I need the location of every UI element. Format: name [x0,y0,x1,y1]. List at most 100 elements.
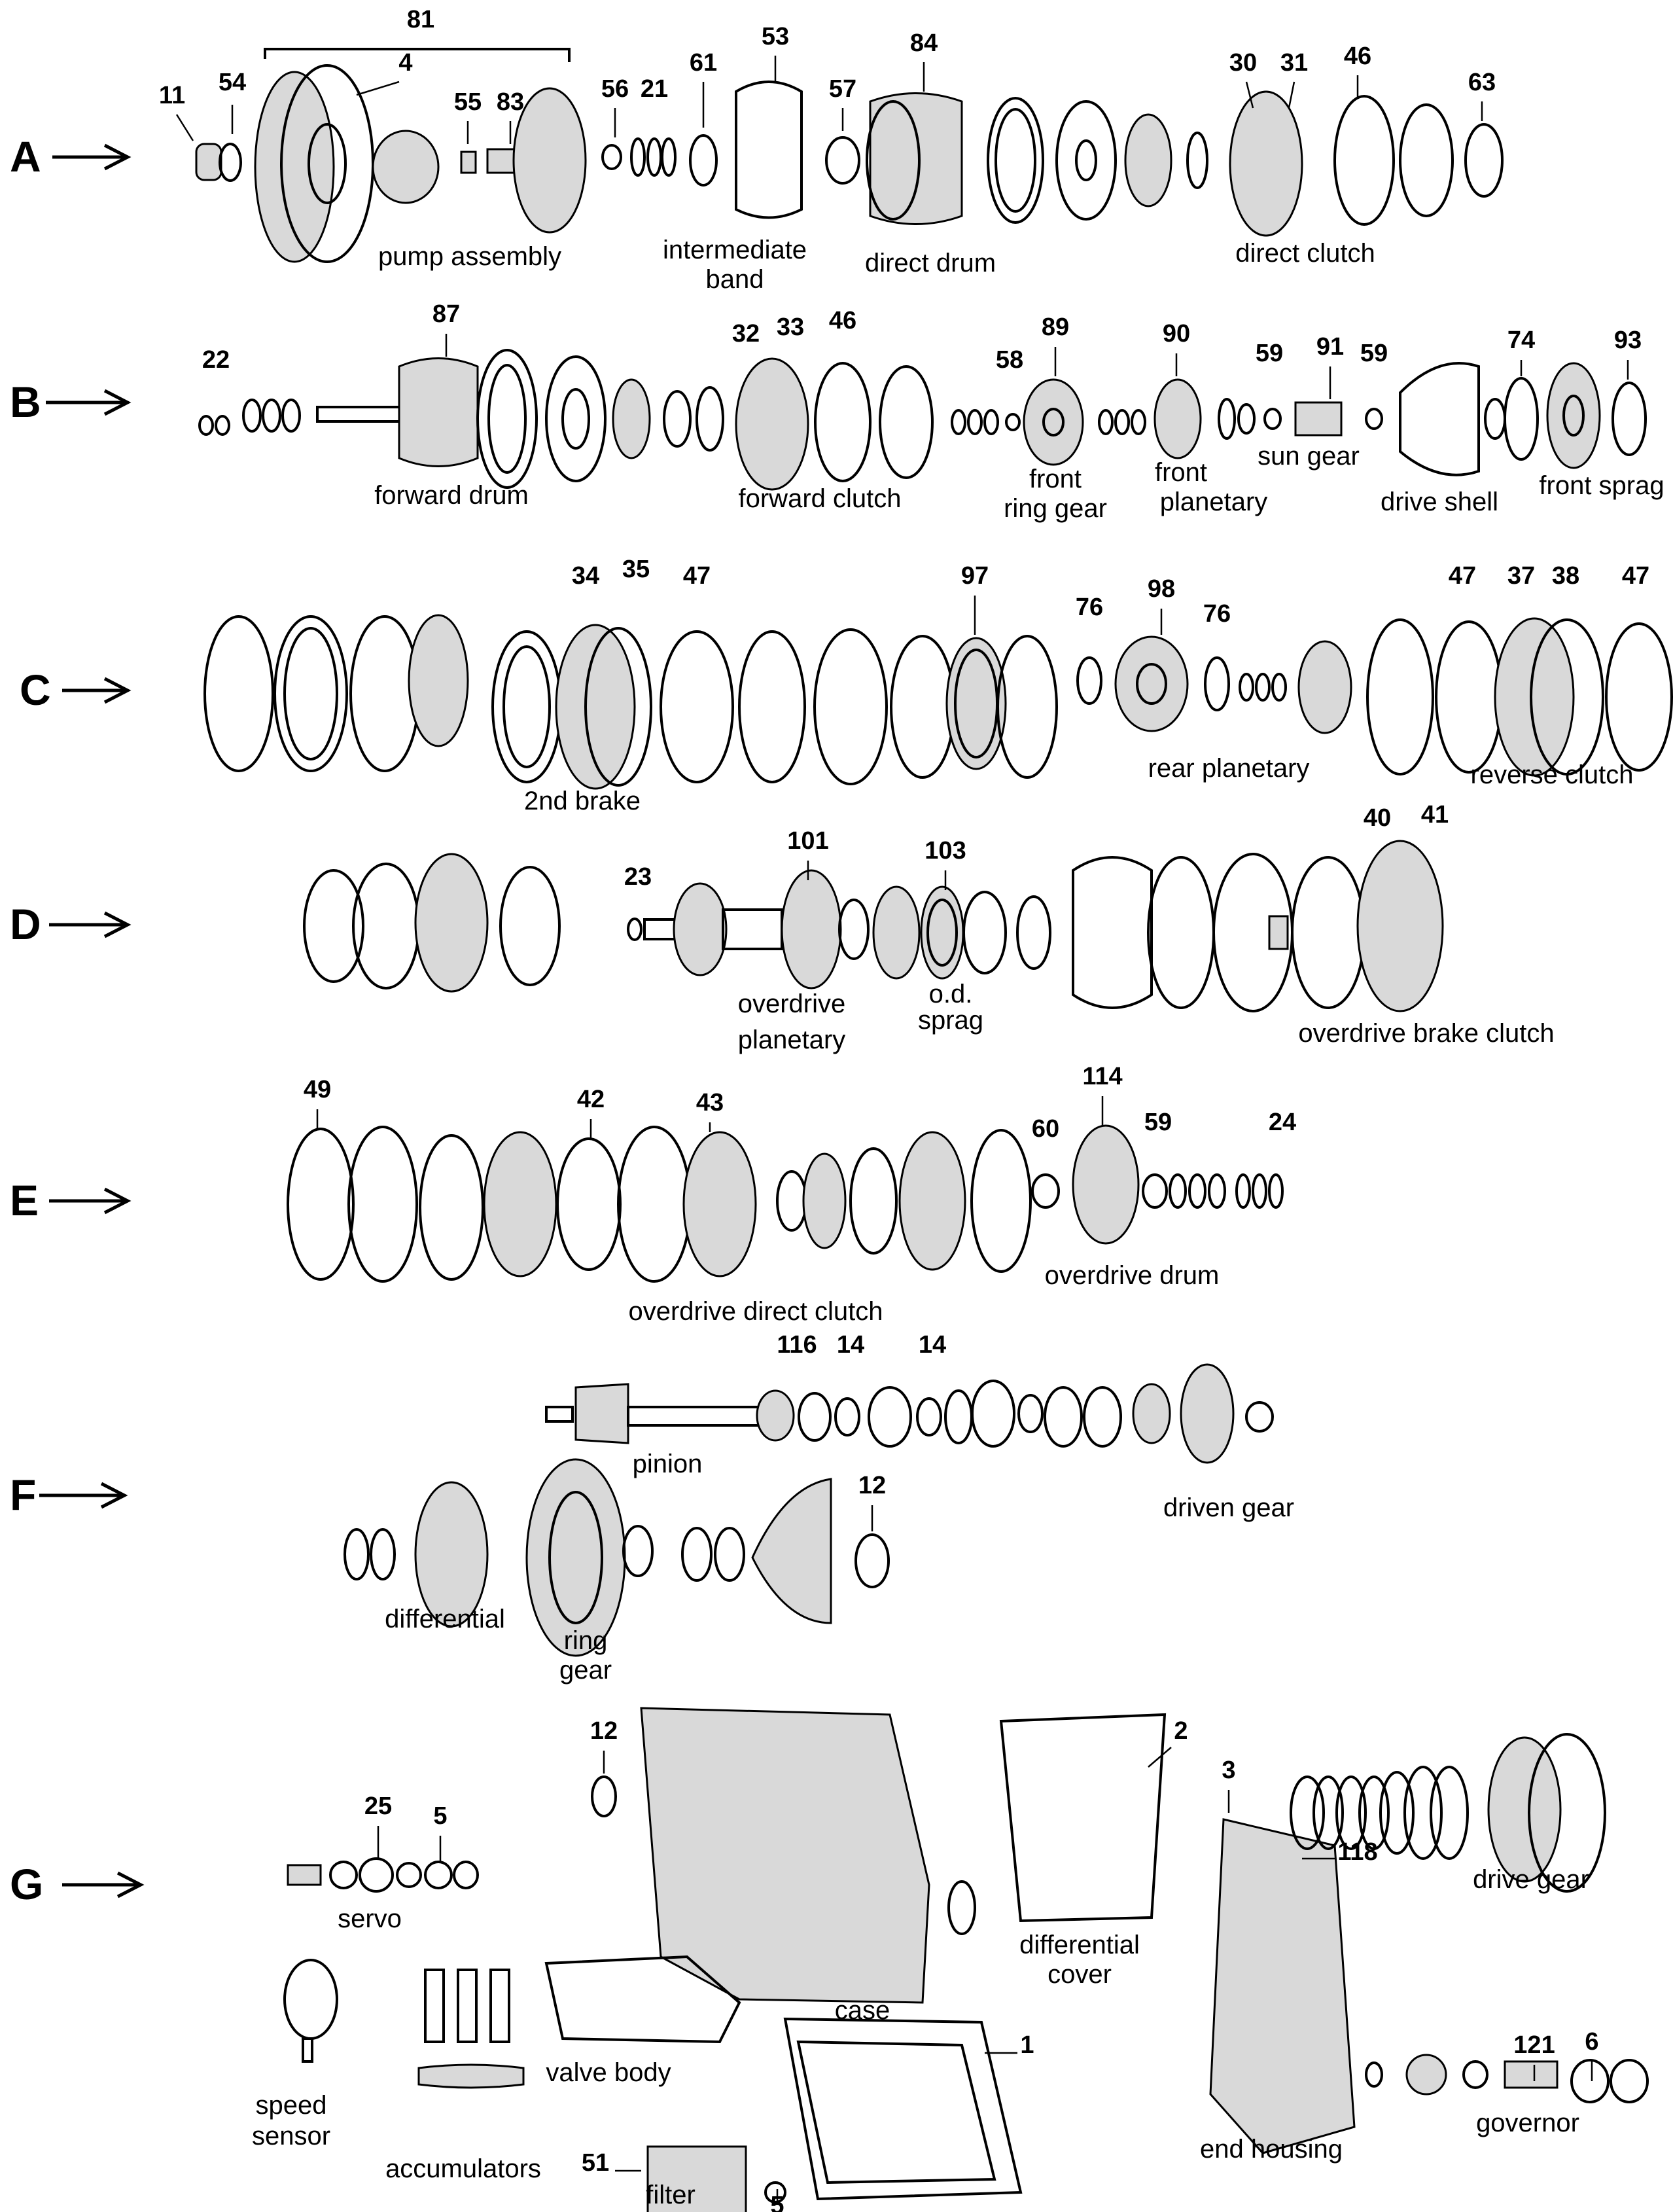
row-letter-c: C [20,666,51,714]
callout-number: 81 [407,6,434,33]
callout-number: 121 [1513,2031,1555,2059]
callout-number: 76 [1076,594,1103,621]
part-label: reverse clutch [1471,760,1634,789]
row-letter-e: E [10,1176,39,1224]
callout-number: 60 [1032,1115,1059,1143]
callout-number: 74 [1507,327,1535,354]
part-label: gear [559,1656,612,1685]
callout-number: 101 [787,827,828,855]
callout-number: 25 [364,1793,392,1820]
part-label: pump assembly [378,242,561,271]
part-label: direct clutch [1235,239,1375,268]
callout-number: 40 [1364,804,1391,832]
callout-number: 14 [837,1331,864,1359]
callout-number: 55 [454,88,482,116]
part-label: servo [338,1904,402,1933]
part-label: overdrive brake clutch [1298,1019,1554,1048]
callout-number: 47 [1449,562,1476,590]
part-label: front sprag [1539,471,1664,500]
callout-number: 89 [1042,313,1069,341]
part-label: forward drum [374,481,529,510]
callout-number: 93 [1614,327,1642,354]
part-label: drive gear [1473,1865,1589,1894]
part-label: rear planetary [1148,754,1310,783]
callout-number: 53 [762,23,789,50]
part-label: band [706,265,764,294]
part-label: overdrive direct clutch [628,1297,883,1326]
callout-number: 14 [919,1331,946,1359]
row-e-parts [287,1124,1284,1283]
row-letter-f: F [10,1471,36,1519]
part-label: driven gear [1163,1493,1294,1522]
part-label: governor [1476,2109,1579,2137]
callout-number: 56 [601,75,629,103]
row-a-parts [195,48,1504,263]
part-label: accumulators [385,2154,541,2183]
callout-number: 12 [590,1717,618,1745]
part-label: differential [1019,1931,1140,1959]
callout-number: 41 [1421,801,1449,829]
part-label: ring [564,1626,608,1655]
callout-number: 116 [777,1331,817,1359]
part-label: drive shell [1381,488,1498,516]
callout-leaders [175,56,1629,2202]
part-label: overdrive [738,990,846,1018]
row-letter-a: A [10,132,41,181]
callout-number: 3 [1222,1757,1235,1784]
row-g-parts [283,1707,1649,2212]
part-label: front [1155,458,1207,487]
callout-number: 5 [770,2192,784,2212]
part-label: intermediate [663,236,807,264]
part-label: differential [385,1605,505,1633]
callout-number: 5 [433,1802,447,1830]
row-letter-g: G [10,1860,43,1908]
row-letter-d: D [10,900,41,948]
callout-number: 47 [1622,562,1649,590]
callout-number: 34 [572,562,599,590]
part-label: 2nd brake [524,787,641,815]
part-label: ring gear [1004,494,1107,523]
callout-number: 63 [1468,69,1496,96]
callout-number: 49 [304,1076,331,1103]
callout-number: 83 [497,88,524,116]
callout-number: 46 [1344,43,1371,70]
callout-number: 32 [732,320,760,348]
callout-number: 103 [925,837,966,865]
part-label: o.d. [929,980,973,1008]
callout-number: 21 [641,75,668,103]
callout-number: 47 [683,562,711,590]
row-arrows [39,143,145,1899]
part-label: pinion [633,1450,703,1478]
part-label: sensor [252,2122,330,2150]
callout-number: 51 [582,2149,609,2177]
callout-number: 118 [1337,1838,1377,1866]
callout-number: 42 [577,1086,605,1113]
callout-number: 114 [1082,1063,1122,1090]
callout-number: 59 [1256,340,1283,367]
row-f-parts [343,1363,1274,1657]
callout-number: 76 [1203,600,1231,628]
callout-number: 11 [159,82,185,109]
part-label: forward clutch [739,484,902,513]
callout-number: 6 [1585,2028,1598,2056]
callout-number: 35 [622,556,650,583]
callout-number: 98 [1148,575,1175,603]
callout-number: 23 [624,863,652,891]
part-label: sun gear [1258,442,1360,471]
callout-number: 84 [910,29,938,57]
callout-number: 59 [1144,1109,1172,1136]
part-label: speed [256,2091,327,2120]
part-label: overdrive drum [1045,1261,1220,1290]
part-label: front [1029,465,1082,493]
part-label: direct drum [865,249,996,277]
callout-number: 22 [202,346,230,374]
row-letter-b: B [10,378,41,426]
callout-number: 12 [858,1472,886,1499]
row-d-parts [303,840,1444,1012]
callout-number: 38 [1552,562,1579,590]
part-label: planetary [1160,488,1268,516]
